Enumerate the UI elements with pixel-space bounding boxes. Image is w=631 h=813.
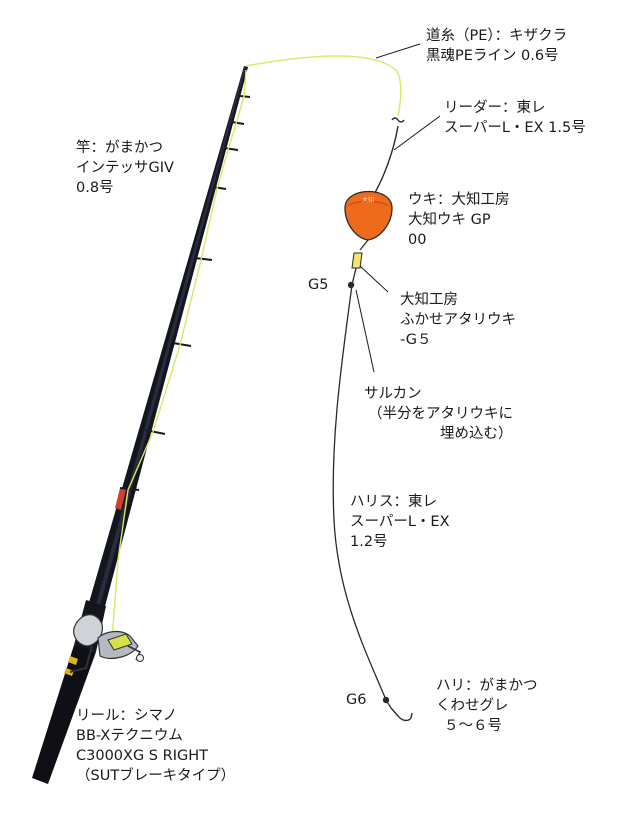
callout-lines [355,43,441,373]
float-label-line-3: 00 [408,232,427,248]
atari-float [351,252,363,269]
g5-label: G5 [308,277,329,293]
pe-line [111,55,402,641]
float: 大知 [344,190,393,251]
reel [69,614,144,673]
reel-label-line-1: リール：シマノ [76,708,178,724]
atari-float-label-line-1: 大知工房 [400,292,458,308]
reel-label-line-4: （SUTブレーキタイプ） [76,768,236,784]
atari-float-label-line-3: -G５ [400,332,432,348]
pe-line-label-line-1: 道糸（PE）：キザクラ [426,28,568,44]
hook-label-line-2: くわせグレ [436,698,509,714]
leader-label-line-1: リーダー：東レ [444,100,546,116]
hook-label-line-3: ５～６号 [444,718,502,734]
g6-label: G6 [346,692,367,708]
harris-label-line-3: 1.2号 [350,534,388,550]
line-swivel [391,117,405,123]
swivel-label-line-3: 埋め込む） [440,426,513,442]
rod-label-line-1: 竿：がまかつ [76,140,163,156]
float-label-line-2: 大知ウキ GP [408,212,491,228]
rod-label-line-3: 0.8号 [76,180,114,196]
atari-float-label: 大知工房 ふかせアタリウキ -G５ [400,290,516,350]
harris-label: ハリス：東レ スーパーL・EX 1.2号 [350,492,450,552]
hook-label: ハリ：がまかつ くわせグレ ５～６号 [436,676,538,736]
rod-label-line-2: インテッサGIV [76,160,174,176]
float-label-line-1: ウキ：大知工房 [408,192,510,208]
swivel-label: サルカン （半分をアタリウキに 埋め込む） [364,384,513,444]
g5-shot [347,281,355,289]
float-label: ウキ：大知工房 大知ウキ GP 00 [408,190,510,250]
reel-label-line-3: C3000XG S RIGHT [76,748,208,764]
pe-line-label-line-2: 黒魂PEライン 0.6号 [426,48,559,64]
rod [32,66,248,784]
leader-label: リーダー：東レ スーパーL・EX 1.5号 [444,98,586,138]
leader-label-line-2: スーパーL・EX 1.5号 [444,120,586,136]
leader-line [371,125,399,199]
harris-line [332,267,387,701]
reel-label: リール：シマノ BB-Xテクニウム C3000XG S RIGHT （SUTブレ… [76,706,235,786]
rod-accent-band [115,488,126,510]
float-mark: 大知 [362,196,374,204]
rod-label: 竿：がまかつ インテッサGIV 0.8号 [76,138,174,198]
hook [390,707,413,722]
pe-line-label: 道糸（PE）：キザクラ 黒魂PEライン 0.6号 [426,26,567,66]
hook-label-line-1: ハリ：がまかつ [436,678,538,694]
reel-label-line-2: BB-Xテクニウム [76,728,183,744]
harris-label-line-1: ハリス：東レ [350,494,437,510]
rod-guides [119,95,251,491]
atari-float-label-line-2: ふかせアタリウキ [400,312,516,328]
swivel-label-line-2: （半分をアタリウキに [368,406,513,422]
harris-label-line-2: スーパーL・EX [350,514,450,530]
swivel-label-line-1: サルカン [364,386,422,402]
